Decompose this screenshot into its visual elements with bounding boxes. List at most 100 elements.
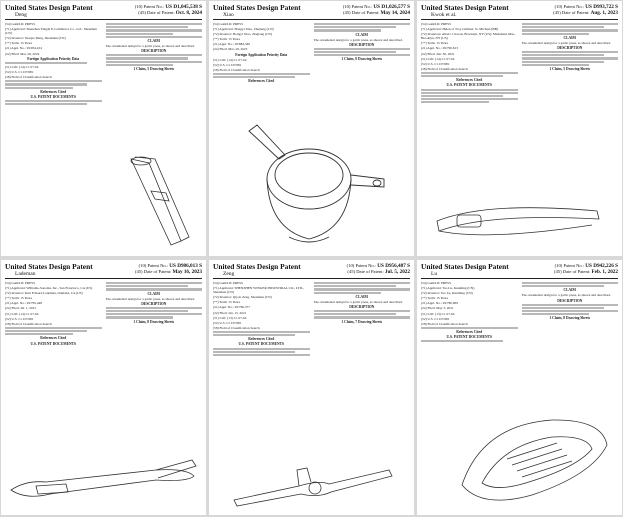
text-line — [421, 94, 504, 98]
patent-number: US D993,722 S — [585, 4, 618, 10]
field-appl-no: (21) Appl. No.: 29/780,009 — [421, 301, 458, 306]
field-search: (58) Field of Classification Search — [421, 321, 468, 326]
field-loc: (51) LOC (13) Cl. 07-04 — [421, 311, 455, 316]
text-line — [421, 326, 518, 330]
date-label: (45) Date of Patent: — [553, 269, 591, 274]
header-rule — [421, 19, 618, 20]
header-rule — [5, 278, 202, 279]
text-line — [105, 316, 174, 319]
text-line — [213, 353, 310, 357]
drawing-note: 1 Claim, 5 Drawing Sheets — [549, 66, 591, 71]
garlic-press-drawing — [248, 124, 385, 243]
field-title: (54) GARLIC PRESS — [5, 281, 35, 285]
field-applicant: (71) Applicant: Hongyi Xiao, Zhejiang (C… — [213, 27, 274, 32]
claim-heading: CLAIM — [355, 32, 368, 37]
field-filed: (22) Filed: Jul. 1, 2021 — [5, 306, 37, 311]
field-filed: (22) Filed: Jun. 30, 2021 — [421, 51, 455, 56]
patent-page-1: United States Design Patent Xiao (10) Pa… — [209, 1, 414, 256]
patent-inventor: Xiao — [223, 12, 234, 18]
field-uscl: (52) U.S. Cl. D7/681 — [421, 61, 450, 66]
claim-heading: CLAIM — [563, 288, 576, 293]
foreign-heading: Foreign Application Priority Data — [235, 52, 288, 57]
text-line — [105, 26, 188, 29]
text-line — [313, 51, 396, 54]
field-inventor: (72) Inventor: Xiaojie Deng, Shenzhen (C… — [5, 36, 66, 41]
text-line — [521, 32, 590, 35]
claim-text: The ornamental design for a garlic press… — [313, 299, 403, 304]
field-term: (**) Term: 15 Years — [5, 41, 33, 46]
text-line — [313, 316, 410, 319]
patent-page-3: United States Design Patent Lademan (10)… — [1, 260, 206, 515]
text-line — [421, 91, 518, 94]
field-term: (**) Term: 15 Years — [421, 296, 449, 301]
desc-heading: DESCRIPTION — [141, 301, 167, 306]
date-label: (45) Date of Patent: — [134, 269, 172, 274]
text-line — [313, 282, 410, 285]
text-line — [105, 63, 174, 66]
patent-no-label: (10) Patent No.: — [346, 263, 377, 268]
patent-header: United States Design Patent Lademan (10)… — [5, 262, 202, 278]
field-inventor: (72) Inventor: Qiyou Zeng, Shenzhen (CN) — [213, 295, 272, 300]
date-label: (45) Date of Patent: — [342, 10, 380, 15]
date-label: (45) Date of Patent: — [553, 10, 590, 15]
text-line — [105, 285, 188, 288]
patent-page-4: United States Design Patent Zeng (10) Pa… — [209, 260, 414, 515]
text-line — [521, 63, 590, 66]
desc-heading: DESCRIPTION — [557, 45, 583, 50]
field-loc: (51) LOC (14) Cl. 07-04 — [5, 311, 39, 316]
desc-heading: DESCRIPTION — [557, 298, 583, 303]
field-title: (54) GARLIC PRESS — [5, 22, 35, 26]
text-line — [5, 326, 102, 330]
text-line — [521, 54, 604, 57]
text-line — [313, 310, 410, 313]
field-term: (**) Term: 15 Years — [421, 41, 449, 46]
header-rule — [213, 278, 410, 279]
field-uscl: (52) U.S. Cl. D7/681 — [213, 62, 242, 67]
text-line — [421, 340, 504, 343]
header-rule — [213, 19, 410, 20]
field-loc: (51) LOC (13) Cl. 07-04 — [213, 315, 247, 320]
text-line — [213, 76, 296, 79]
text-line — [105, 306, 202, 310]
field-filed: (22) Filed: Jan. 15, 2021 — [213, 310, 247, 315]
patent-inventor: Deng — [15, 12, 27, 18]
patent-number: US D986,013 S — [169, 263, 202, 269]
patent-number: US D942,226 S — [585, 263, 618, 269]
field-filed: (22) Filed: Mar. 26, 2024 — [5, 51, 40, 56]
field-applicant: (71) Applicant: Helen of Troy Limited, S… — [421, 27, 499, 32]
garlic-press-drawing — [130, 156, 190, 246]
claim-heading: CLAIM — [147, 38, 160, 43]
text-line — [213, 347, 310, 350]
patent-no-label: (10) Patent No.: — [554, 263, 585, 268]
desc-heading: DESCRIPTION — [349, 42, 375, 47]
text-line — [313, 288, 410, 291]
text-line — [105, 32, 174, 35]
text-line — [5, 80, 102, 83]
field-loc: (51) LOC (14) Cl. 07-04 — [213, 57, 247, 62]
refs-heading: References Cited — [40, 336, 67, 341]
patent-title: United States Design Patent — [5, 262, 93, 271]
text-line — [421, 101, 489, 104]
text-line — [105, 35, 202, 38]
text-line — [313, 26, 396, 29]
text-line — [5, 99, 102, 103]
patent-inventor: Kwok et al. — [431, 12, 457, 18]
patent-date: May 14, 2024 — [380, 10, 410, 16]
field-appl-no: (21) Appl. No.: 29/790,613 — [421, 46, 458, 51]
patent-inventor: Lademan — [15, 271, 36, 277]
field-search: (58) Field of Classification Search — [5, 75, 52, 80]
field-applicant: (71) Applicant: Williams-Sonoma, Inc., S… — [5, 286, 93, 291]
garlic-press-drawing — [436, 207, 600, 236]
patent-header: United States Design Patent Deng (10) Pa… — [5, 4, 202, 19]
claim-text: The ornamental design for a garlic press… — [521, 40, 611, 45]
patent-inventor: Lu — [431, 271, 438, 277]
field-uscl: (52) U.S. Cl. D7/681 — [5, 316, 34, 321]
field-inventor: (72) Inventor: Tao Lu, Kunming (CN) — [421, 291, 473, 296]
text-line — [313, 54, 410, 57]
patent-date: May 16, 2023 — [172, 269, 202, 275]
date-label: (45) Date of Patent: — [138, 10, 175, 15]
text-line — [5, 61, 88, 64]
patent-title: United States Design Patent — [421, 3, 509, 12]
text-line — [105, 29, 202, 32]
